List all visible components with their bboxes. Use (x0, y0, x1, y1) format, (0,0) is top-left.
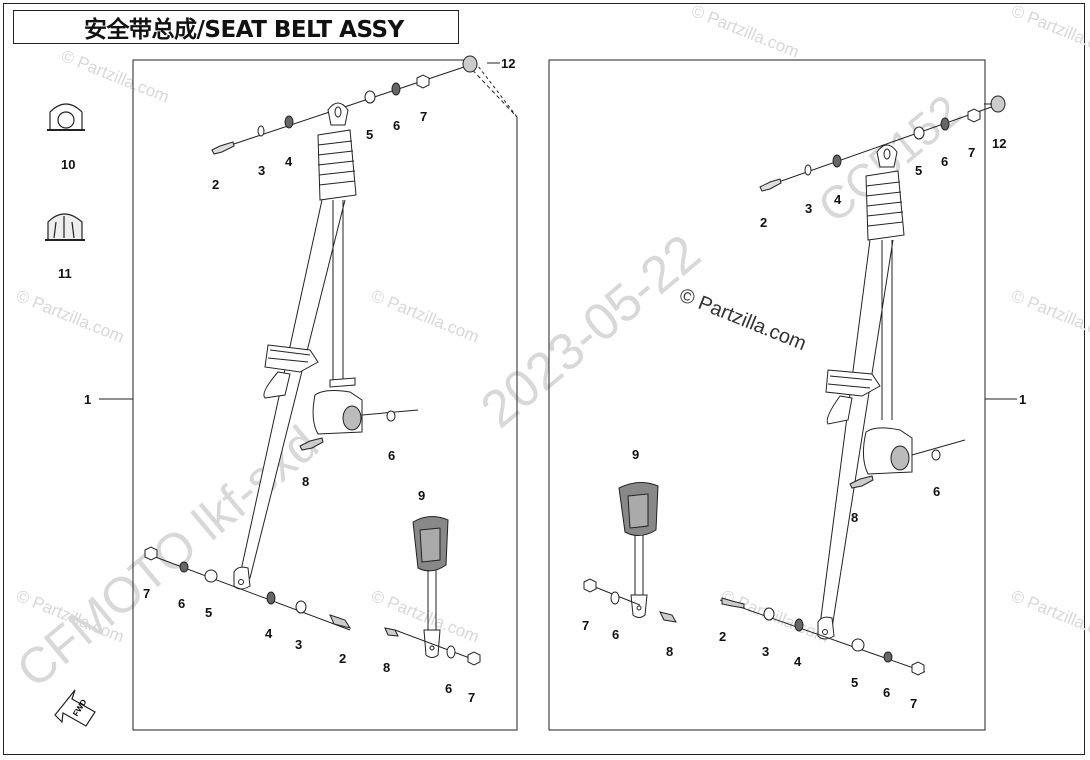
trim-cap-10 (47, 103, 85, 131)
watermark: © Partzilla.com (1009, 586, 1090, 647)
part-callout-4: 4 (794, 654, 802, 669)
part-callout-1: 1 (1019, 392, 1026, 407)
part-callout-6: 6 (445, 681, 452, 696)
part-callout-9: 9 (632, 447, 639, 462)
part-callout-6: 6 (388, 448, 395, 463)
part-callout-7: 7 (910, 696, 917, 711)
right-bottom-fasteners (583, 578, 925, 676)
watermark-layer: © Partzilla.com © Partzilla.com © Partzi… (6, 1, 1090, 698)
part-callout-7: 7 (143, 586, 150, 601)
part-callout-6: 6 (941, 154, 948, 169)
watermark: © Partzilla.com (369, 286, 482, 347)
fwd-arrow-icon: FWD (54, 689, 96, 727)
callout-labels: 1 2 3 4 5 6 7 12 10 11 8 6 9 7 6 5 4 3 2… (58, 56, 1026, 711)
part-callout-4: 4 (834, 192, 842, 207)
part-callout-3: 3 (762, 644, 769, 659)
part-callout-2: 2 (719, 629, 726, 644)
part-callout-1: 1 (84, 392, 91, 407)
watermark: © Partzilla.com (1009, 286, 1090, 347)
part-callout-5: 5 (366, 127, 373, 142)
part-callout-5: 5 (915, 163, 922, 178)
left-bottom-fasteners (144, 546, 481, 666)
part-callout-2: 2 (760, 215, 767, 230)
date-stamp: 2023-05-22 (470, 224, 711, 439)
part-callout-7: 7 (468, 690, 475, 705)
part-callout-7: 7 (582, 618, 589, 633)
part-callout-8: 8 (383, 660, 390, 675)
part-callout-5: 5 (851, 675, 858, 690)
right-buckle (618, 482, 659, 618)
part-callout-2: 2 (339, 651, 346, 666)
left-retractor-fasteners (299, 410, 396, 451)
watermark: © Partzilla.com (14, 286, 127, 347)
part-callout-5: 5 (205, 605, 212, 620)
watermark: © Partzilla.com (59, 46, 172, 107)
diagram-frame (3, 3, 1085, 755)
watermark: © Partzilla.com (689, 1, 802, 62)
right-panel-border (548, 59, 986, 731)
right-top-fasteners (759, 95, 1006, 192)
right-retractor-fasteners (849, 449, 941, 489)
part-callout-4: 4 (285, 154, 293, 169)
watermark: © Partzilla.com (1009, 1, 1090, 62)
right-belt-retractor (817, 144, 966, 640)
part-callout-9: 9 (418, 488, 425, 503)
part-callout-6: 6 (178, 596, 185, 611)
title-box: 安全带总成/SEAT BELT ASSY (13, 10, 459, 44)
part-callout-7: 7 (968, 145, 975, 160)
page-title: 安全带总成/SEAT BELT ASSY (84, 17, 404, 43)
part-callout-3: 3 (805, 201, 812, 216)
part-callout-12: 12 (501, 56, 515, 71)
part-callout-7: 7 (420, 109, 427, 124)
part-callout-3: 3 (258, 163, 265, 178)
part-callout-4: 4 (265, 626, 273, 641)
left-panel-dashed (462, 59, 518, 118)
part-callout-6: 6 (612, 627, 619, 642)
part-callout-11: 11 (58, 266, 72, 281)
part-callout-6: 6 (883, 685, 890, 700)
watermark: © Partzilla.com (719, 586, 832, 647)
part-callout-3: 3 (295, 637, 302, 652)
left-buckle (412, 516, 449, 658)
part-callout-10: 10 (61, 157, 75, 172)
part-callout-8: 8 (666, 644, 673, 659)
part-callout-12: 12 (992, 136, 1006, 151)
trim-cap-11 (45, 213, 85, 241)
part-callout-6: 6 (393, 118, 400, 133)
part-callout-2: 2 (212, 177, 219, 192)
part-callout-6: 6 (933, 484, 940, 499)
part-callout-8: 8 (302, 474, 309, 489)
part-callout-8: 8 (851, 510, 858, 525)
left-top-fasteners (211, 55, 478, 155)
left-panel-border (132, 59, 518, 731)
center-copyright: © Partzilla.com (676, 284, 809, 355)
